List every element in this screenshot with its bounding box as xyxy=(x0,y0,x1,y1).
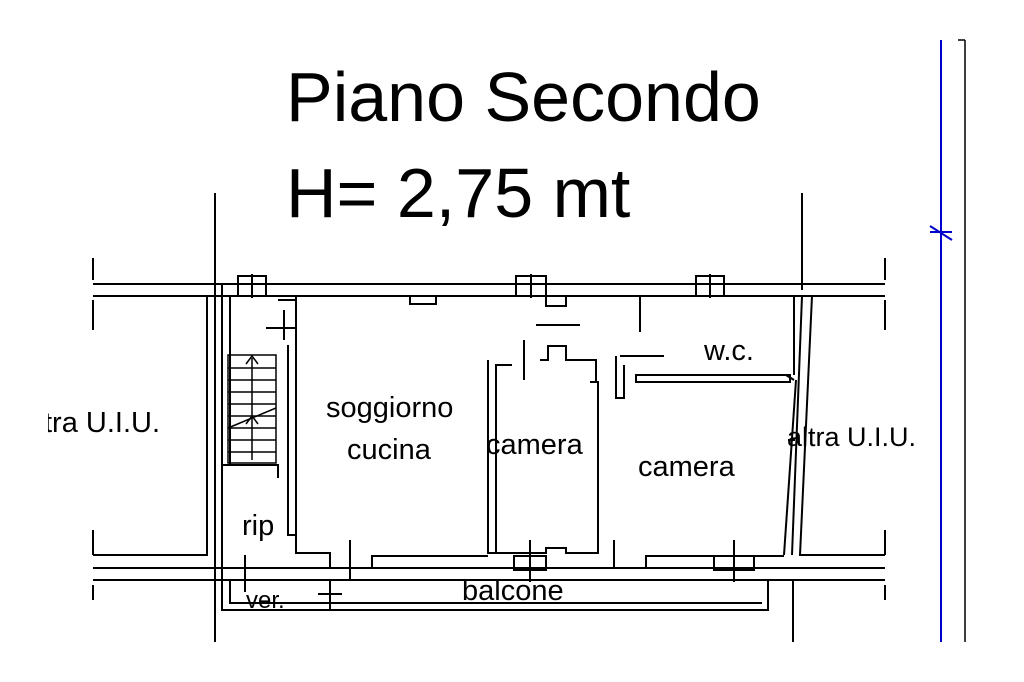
label-cucina: cucina xyxy=(347,434,431,466)
staircase xyxy=(227,354,277,464)
label-balcone: balcone xyxy=(462,575,564,607)
title-height: H= 2,75 mt xyxy=(286,154,631,232)
label-wc: w.c. xyxy=(704,335,754,367)
label-rip: rip xyxy=(242,510,275,542)
label-other-unit-right: altra U.I.U. xyxy=(787,422,917,452)
label-other-unit-left: tra U.I.U. xyxy=(44,407,161,439)
title-floor: Piano Secondo xyxy=(286,58,761,136)
label-camera-large: camera xyxy=(638,451,735,483)
label-soggiorno: soggiorno xyxy=(326,392,454,424)
dimension-line xyxy=(929,40,953,642)
label-ver: ver. xyxy=(246,587,285,614)
walls xyxy=(92,193,886,642)
sheet-border xyxy=(958,39,966,642)
label-camera-small: camera xyxy=(486,429,583,461)
